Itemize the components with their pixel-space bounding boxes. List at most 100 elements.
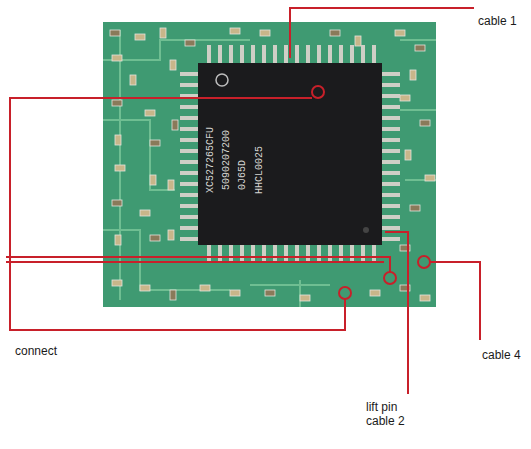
smd-component (112, 55, 122, 61)
leader-label: cable 1 (478, 14, 517, 28)
chip-pin (295, 45, 299, 63)
chip-pin (317, 245, 321, 263)
leader-line (385, 232, 408, 394)
chip-pin (372, 245, 376, 263)
chip-pin (328, 45, 332, 63)
leader-line (10, 98, 345, 330)
chip-pin (382, 193, 400, 197)
leader-label: cable 4 (482, 348, 521, 362)
smd-component (230, 290, 240, 296)
smd-component (168, 230, 174, 240)
chip-pin (361, 245, 365, 263)
pcb-traces (103, 30, 436, 307)
chip-pin (251, 45, 255, 63)
smd-component (395, 30, 405, 36)
chip-pin (382, 160, 400, 164)
chip-pin (372, 45, 376, 63)
smd-component (370, 290, 380, 296)
chip-pin (295, 245, 299, 263)
chip-pin (251, 245, 255, 263)
chip-pin (180, 204, 198, 208)
chip-marking: XC527265CFU (205, 127, 216, 193)
chip-marking: 0J65D (237, 160, 248, 190)
chip-pin (382, 138, 400, 142)
chip-pin (382, 204, 400, 208)
smd-component (160, 28, 166, 38)
smd-component (230, 28, 240, 34)
chip-pin (180, 171, 198, 175)
chip-pin (328, 245, 332, 263)
smd-component (265, 290, 275, 296)
marker-ring (384, 272, 396, 284)
chip-pin (306, 245, 310, 263)
leader-lines (6, 8, 480, 394)
chip-pin (240, 45, 244, 63)
marker-ring (418, 256, 430, 268)
smd-component (110, 30, 120, 36)
chip-pin (273, 45, 277, 63)
chip-pin (218, 245, 222, 263)
chip-pin (382, 237, 400, 241)
leader-line (290, 8, 474, 58)
smd-component (185, 40, 195, 46)
chip-body (198, 63, 382, 245)
chip-pin (350, 245, 354, 263)
chip-pin (382, 171, 400, 175)
chip-pin (350, 45, 354, 63)
smd-component (112, 280, 122, 286)
leader-label: lift pin cable 2 (366, 400, 418, 428)
chip-pin (382, 127, 400, 131)
chip-pin (284, 245, 288, 263)
chip-pin (180, 116, 198, 120)
chip-marking: HHCL0025 (254, 146, 265, 194)
leader-line (6, 261, 384, 263)
chip-pin (180, 237, 198, 241)
smd-component (112, 100, 122, 106)
smd-component (400, 95, 410, 101)
smd-component (410, 205, 420, 211)
chip-pin (180, 226, 198, 230)
smd-component (420, 120, 430, 126)
chip-pin (229, 245, 233, 263)
chip-pin (207, 45, 211, 63)
smd-component (405, 150, 411, 160)
chip-pin (382, 149, 400, 153)
leader-line (6, 257, 390, 272)
smd-component (170, 60, 176, 70)
chip-pin (180, 193, 198, 197)
smd-component (410, 70, 416, 80)
chip-pin (218, 45, 222, 63)
smd-component (260, 30, 270, 36)
smd-component (300, 295, 310, 301)
chip-pin (361, 45, 365, 63)
chip-pin (240, 245, 244, 263)
chip-pin (229, 45, 233, 63)
smd-component (170, 290, 176, 300)
chip-marking: 5090207200 (221, 130, 232, 190)
smd-component (115, 135, 121, 145)
chip-pin (180, 138, 198, 142)
smd-component (112, 200, 122, 206)
smd-component (135, 34, 145, 40)
chip-pin (180, 127, 198, 131)
smd-component (150, 175, 156, 185)
chip-pin (180, 105, 198, 109)
chip-logo (216, 74, 228, 86)
smd-component (150, 140, 160, 146)
smd-component (115, 235, 121, 245)
chip-pin (180, 182, 198, 186)
chip-pin (317, 45, 321, 63)
smd-component (415, 45, 425, 51)
chip-pin (180, 160, 198, 164)
chip-pin (382, 94, 400, 98)
chip-pin (382, 226, 400, 230)
smd-component (140, 285, 150, 291)
chip-pin (262, 245, 266, 263)
chip-pin (339, 245, 343, 263)
chip-pin (207, 245, 211, 263)
smd-component (355, 36, 361, 46)
smd-component (200, 285, 210, 291)
chip-pin (382, 215, 400, 219)
smd-component (330, 30, 340, 36)
